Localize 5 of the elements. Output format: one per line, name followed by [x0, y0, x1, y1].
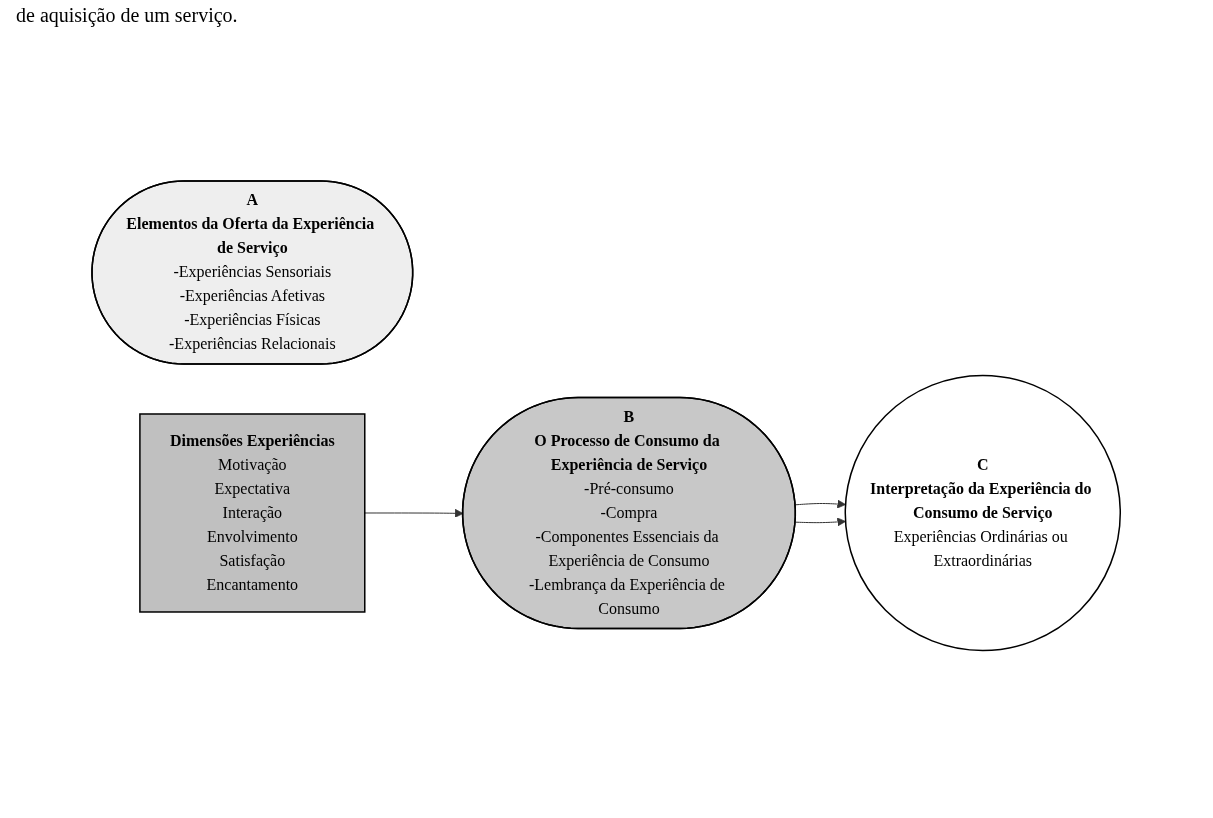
node-circle: C Interpretação da Experiência do Consumo de Serviço Experiências Ordinárias ou Extraordinárias [844, 375, 1122, 652]
arrow [795, 499, 847, 509]
node-box: Dimensões Experiências Motivação Expectativa Interação Envolvimento Satisfação Encantamento [139, 413, 366, 613]
arrow [795, 517, 847, 527]
caption-text: de aquisição de um serviço. [15, 3, 239, 29]
